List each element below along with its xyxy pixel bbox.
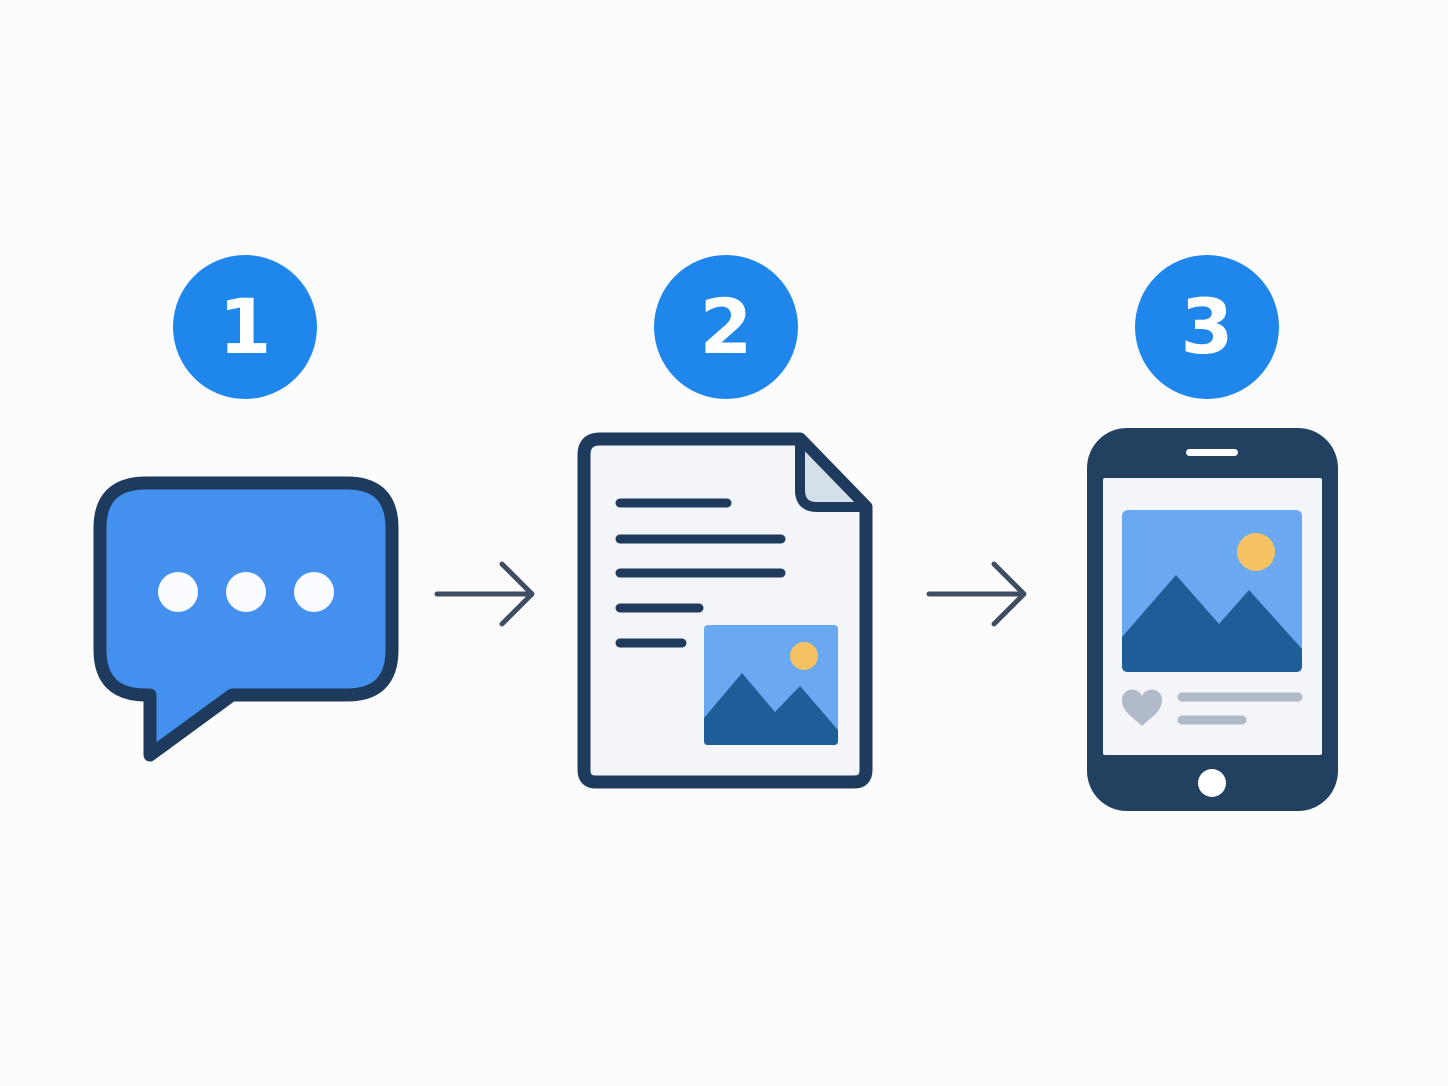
step-1-badge: 1 <box>173 255 317 399</box>
chat-bubble-shape <box>93 476 399 762</box>
chat-dot-3 <box>294 572 334 612</box>
post-image-mountains <box>1122 575 1302 672</box>
step-2-badge-circle <box>654 255 798 399</box>
document-image-mountains <box>704 673 838 745</box>
chat-dot-1 <box>158 572 198 612</box>
post-image-icon <box>1122 510 1302 672</box>
phone-speaker <box>1186 449 1238 456</box>
step-2-badge: 2 <box>654 255 798 399</box>
chat-dot-2 <box>226 572 266 612</box>
document-fold <box>795 434 871 512</box>
step-3-number: 3 <box>1181 282 1234 371</box>
arrow-1-head <box>499 561 535 627</box>
chat-bubble-icon <box>93 476 399 762</box>
smartphone-icon <box>1087 428 1338 811</box>
step-3-badge: 3 <box>1135 255 1279 399</box>
like-heart-icon <box>1122 689 1162 726</box>
arrow-right-icon <box>926 561 1027 627</box>
step-3-badge-circle <box>1135 255 1279 399</box>
document-text-lines <box>615 498 786 648</box>
arrow-right-icon <box>434 561 535 627</box>
step-1-number: 1 <box>219 282 272 371</box>
step-2-number: 2 <box>700 282 753 371</box>
arrow-2-head <box>991 561 1027 627</box>
document-image-sun <box>790 642 818 670</box>
step-1-badge-circle <box>173 255 317 399</box>
phone-home-button <box>1198 769 1226 797</box>
document-image-icon <box>704 625 838 745</box>
post-image-sun <box>1237 533 1275 571</box>
document-icon <box>577 432 873 789</box>
